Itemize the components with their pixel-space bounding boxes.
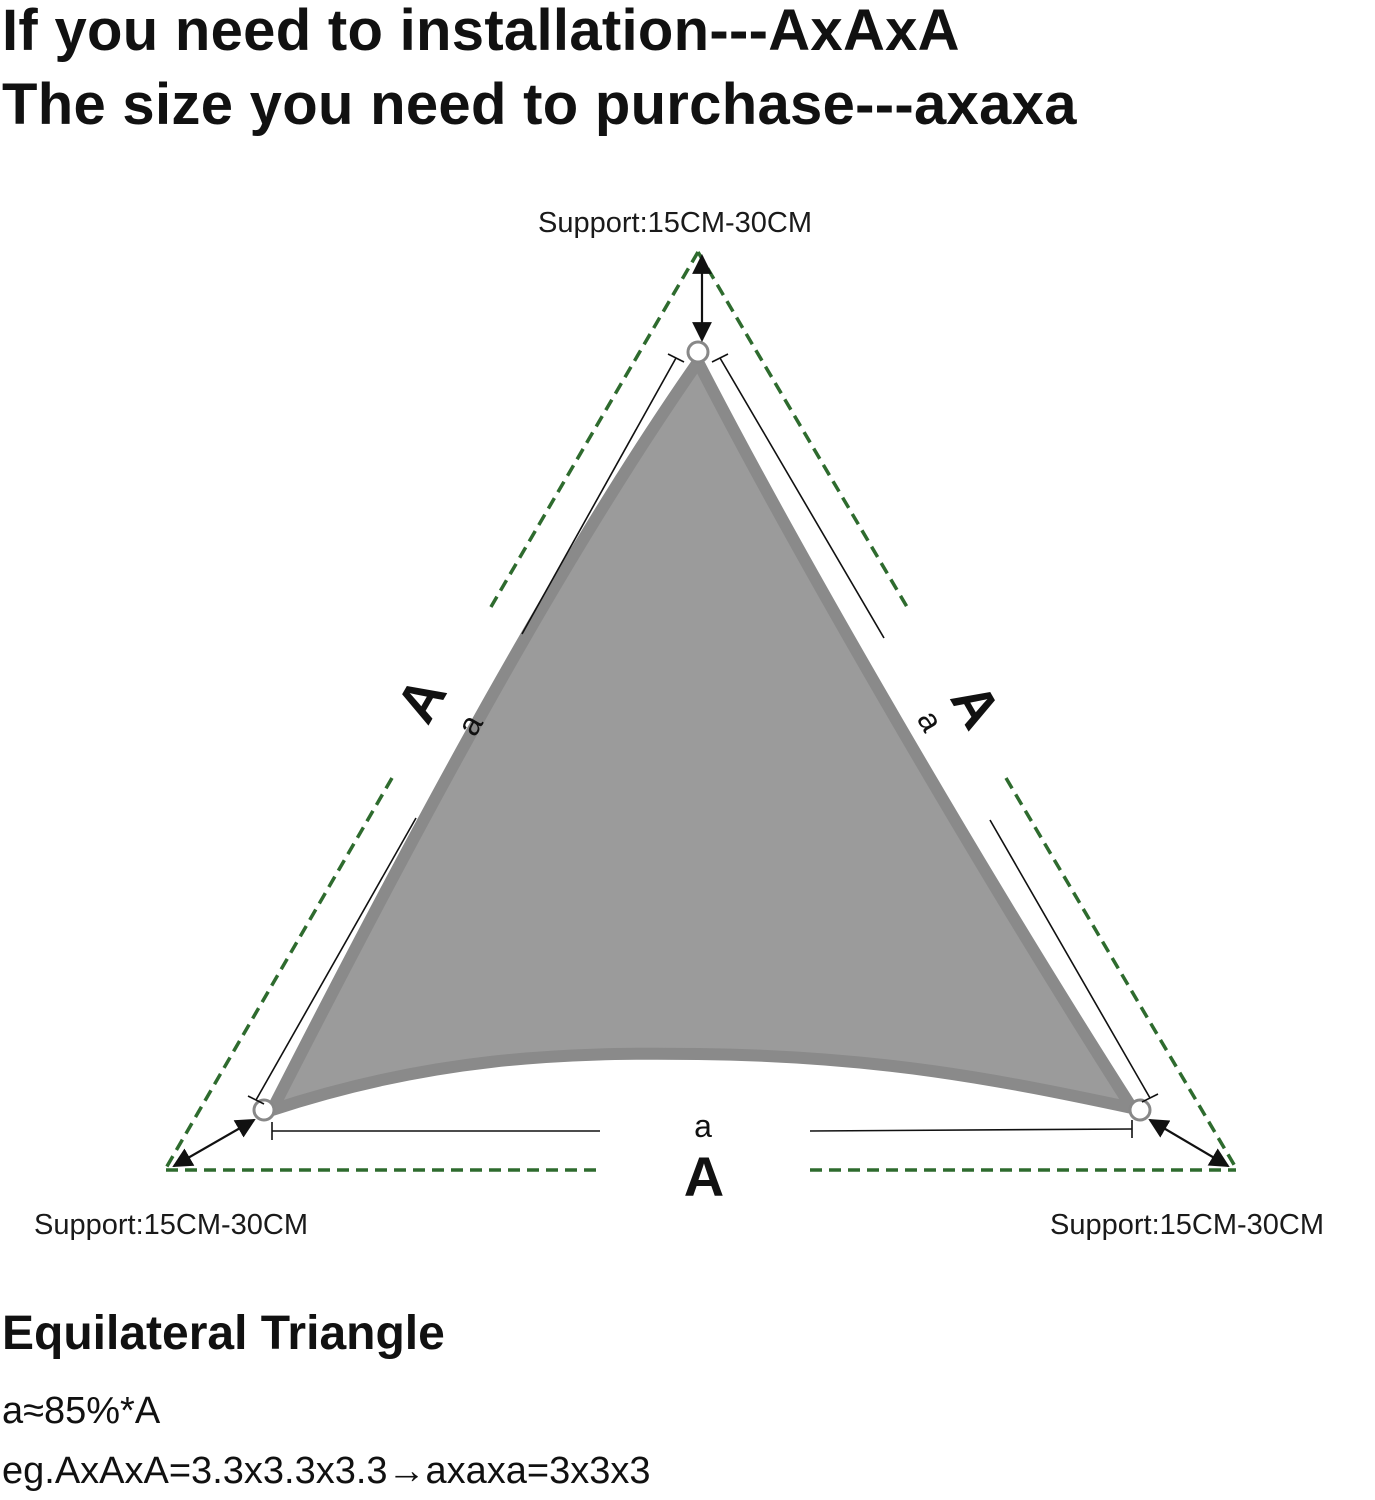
install-edge-left-upper: [486, 251, 700, 613]
support-arrow-left: [172, 1119, 256, 1167]
size-formula: a≈85%*A: [2, 1390, 161, 1432]
shape-title: Equilateral Triangle: [2, 1307, 445, 1360]
support-arrow-right: [1148, 1118, 1230, 1168]
sail-dimension-lines: [247, 353, 1159, 1140]
size-example: eg.AxAxA=3.3x3.3x3.3→axaxa=3x3x3: [2, 1450, 651, 1492]
headline-install: If you need to installation---AxAxA: [2, 0, 960, 63]
ring-top: [686, 340, 710, 364]
sail-label-right: a: [910, 704, 950, 738]
sail-label-bottom: a: [694, 1108, 712, 1144]
ring-left: [252, 1098, 276, 1122]
support-label-top: Support:15CM-30CM: [538, 207, 812, 239]
install-label-right: A: [939, 672, 1014, 739]
support-label-right: Support:15CM-30CM: [1050, 1209, 1324, 1241]
corner-rings: [252, 340, 1152, 1122]
support-arrows: [172, 254, 1230, 1168]
shade-sail-fabric: [266, 356, 1138, 1116]
ring-right: [1128, 1098, 1152, 1122]
install-edge-right-upper: [696, 251, 912, 613]
install-label-bottom: A: [684, 1145, 724, 1208]
install-label-left: A: [384, 666, 459, 733]
headline-purchase: The size you need to purchase---axaxa: [2, 72, 1077, 137]
support-label-left: Support:15CM-30CM: [34, 1209, 308, 1241]
install-outline: [164, 251, 1238, 1172]
